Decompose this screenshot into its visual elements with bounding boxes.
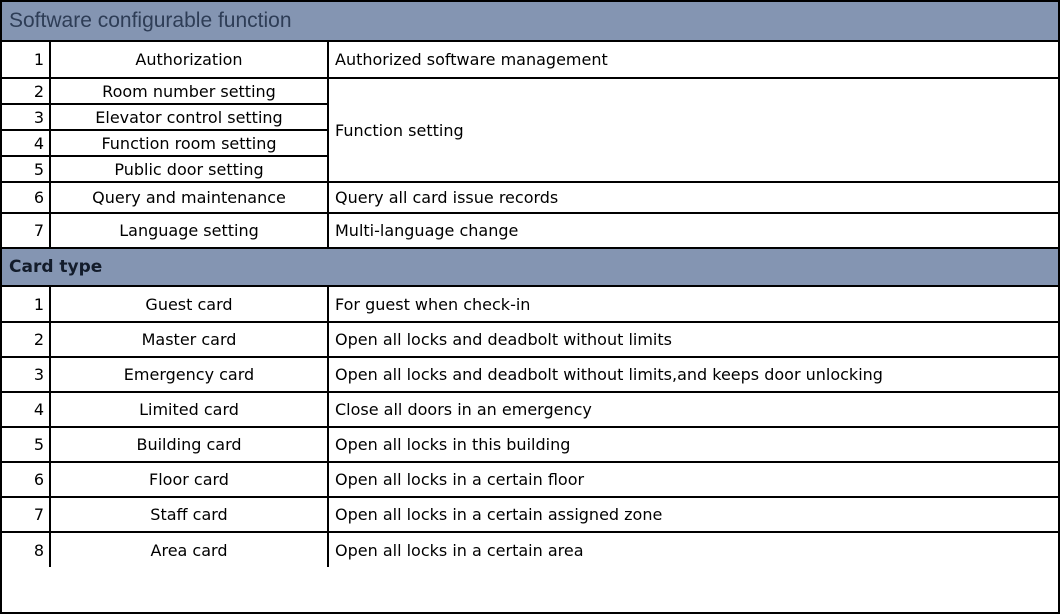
function-name-cell: Room number setting [49,77,329,105]
function-name-cell: Query and maintenance [49,181,329,214]
row-number-cell: 1 [2,287,51,323]
function-name-cell: Authorization [49,42,329,79]
table-row: 6 Floor card Open all locks in a certain… [2,461,1058,498]
card-name-cell: Floor card [49,461,329,498]
section-title: Software configurable function [9,9,292,32]
table-row: 7 Language setting Multi-language change [2,212,1058,247]
table-row: 3 Elevator control setting [2,103,1058,131]
table-row: 8 Area card Open all locks in a certain … [2,531,1058,567]
table-row: 1 Guest card For guest when check-in [2,287,1058,323]
card-name-cell: Guest card [49,287,329,323]
function-desc-cell: Authorized software management [327,42,1058,79]
row-number-cell: 5 [2,426,51,463]
card-desc-cell: Open all locks and deadbolt without limi… [327,356,1058,393]
card-type-table: 1 Guest card For guest when check-in 2 M… [2,287,1058,567]
row-number-cell: 5 [2,155,51,183]
function-name-cell: Elevator control setting [49,103,328,131]
function-desc-cell: Query all card issue records [327,181,1058,214]
software-function-table: 1 Authorization Authorized software mana… [2,42,1058,247]
card-name-cell: Limited card [49,391,329,428]
card-desc-cell: Close all doors in an emergency [327,391,1058,428]
card-name-cell: Building card [49,426,329,463]
table-row: 2 Master card Open all locks and deadbol… [2,321,1058,358]
row-number-cell: 3 [2,356,51,393]
table-row: 4 Limited card Close all doors in an eme… [2,391,1058,428]
table-row: 6 Query and maintenance Query all card i… [2,181,1058,214]
row-number-cell: 4 [2,129,51,157]
table-row: 3 Emergency card Open all locks and dead… [2,356,1058,393]
table-row: 7 Staff card Open all locks in a certain… [2,496,1058,533]
table-row: 2 Room number setting Function setting [2,77,1058,183]
table-row: 4 Function room setting [2,129,1058,157]
section-title: Card type [9,257,103,277]
row-number-cell: 8 [2,531,51,567]
row-number-cell: 7 [2,212,51,247]
function-name-cell: Function room setting [49,129,328,157]
card-desc-cell: Open all locks in a certain assigned zon… [327,496,1058,533]
function-desc-merged-cell: Function setting [327,77,1058,183]
card-name-cell: Master card [49,321,329,358]
function-name-cell: Language setting [49,212,329,247]
row-number-cell: 2 [2,321,51,358]
card-desc-cell: Open all locks and deadbolt without limi… [327,321,1058,358]
row-number-cell: 7 [2,496,51,533]
row-number-cell: 3 [2,103,51,131]
table-row: 1 Authorization Authorized software mana… [2,42,1058,79]
card-name-cell: Emergency card [49,356,329,393]
card-desc-cell: Open all locks in this building [327,426,1058,463]
card-desc-cell: For guest when check-in [327,287,1058,323]
card-name-cell: Area card [49,531,329,567]
function-name-cell: Public door setting [49,155,328,183]
card-desc-cell: Open all locks in a certain floor [327,461,1058,498]
card-name-cell: Staff card [49,496,329,533]
table-row: 5 Public door setting [2,155,1058,183]
row-number-cell: 2 [2,77,51,105]
function-desc-cell: Multi-language change [327,212,1058,247]
card-desc-cell: Open all locks in a certain area [327,531,1058,567]
section-header-card-type: Card type [2,247,1058,287]
section-header-software-configurable-function: Software configurable function [2,2,1058,42]
row-number-cell: 6 [2,461,51,498]
row-number-cell: 1 [2,42,51,79]
row-number-cell: 4 [2,391,51,428]
row-number-cell: 6 [2,181,51,214]
table-row: 5 Building card Open all locks in this b… [2,426,1058,463]
